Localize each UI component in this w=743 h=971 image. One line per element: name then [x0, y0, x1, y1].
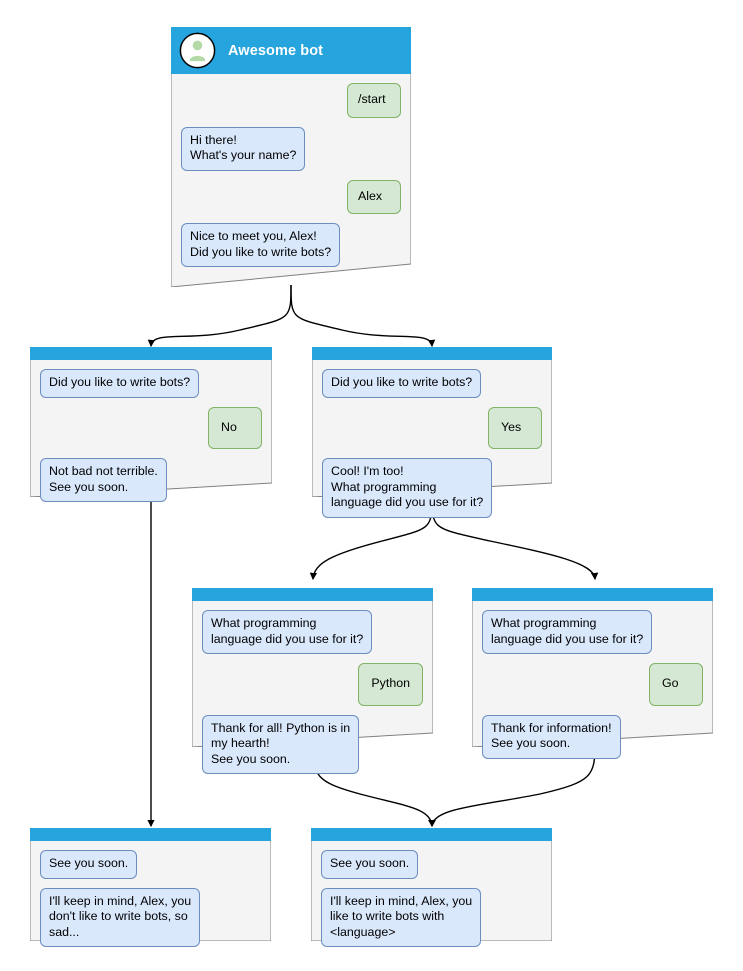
- chat-bubble-bot[interactable]: Hi there! What's your name?: [181, 126, 306, 171]
- card-go-branch[interactable]: What programming language did you use fo…: [472, 588, 713, 759]
- card-end-yes-chat: See you soon. I'll keep in mind, Alex, y…: [311, 841, 552, 947]
- chat-row: /start: [181, 83, 401, 118]
- card-no-branch-chat: Did you like to write bots? No Not bad n…: [30, 360, 272, 502]
- chat-bubble-bot[interactable]: Not bad not terrible. See you soon.: [40, 458, 167, 502]
- chat-row: Cool! I'm too! What programming language…: [322, 458, 542, 518]
- card-root-title: Awesome bot: [228, 42, 324, 59]
- chat-row: Python: [202, 663, 423, 706]
- chat-row: Did you like to write bots?: [40, 369, 262, 398]
- card-go-branch-header: [472, 588, 713, 601]
- card-yes-branch[interactable]: Did you like to write bots? Yes Cool! I'…: [312, 347, 552, 518]
- chat-row: I'll keep in mind, Alex, you like to wri…: [321, 887, 542, 947]
- card-end-no[interactable]: See you soon. I'll keep in mind, Alex, y…: [30, 828, 271, 947]
- card-end-no-header: [30, 828, 271, 841]
- person-avatar-icon: [179, 32, 216, 69]
- card-end-yes-header: [311, 828, 552, 841]
- chat-row: No: [40, 406, 262, 449]
- chat-bubble-user[interactable]: /start: [347, 83, 401, 118]
- chat-row: Did you like to write bots?: [322, 369, 542, 398]
- card-no-branch-header: [30, 347, 272, 360]
- card-yes-branch-header: [312, 347, 552, 360]
- card-python-branch-chat: What programming language did you use fo…: [192, 601, 433, 774]
- chat-row: Thank for all! Python is in my hearth! S…: [202, 714, 423, 774]
- chat-bubble-bot[interactable]: Thank for information! See you soon.: [482, 714, 621, 759]
- chat-bubble-bot[interactable]: I'll keep in mind, Alex, you don't like …: [40, 887, 201, 947]
- edge-root-to-yes: [290, 284, 436, 348]
- chat-bubble-user[interactable]: Alex: [347, 179, 401, 214]
- chat-row: Nice to meet you, Alex! Did you like to …: [181, 223, 401, 267]
- chat-row: Go: [482, 663, 703, 706]
- chat-bubble-bot[interactable]: Nice to meet you, Alex! Did you like to …: [181, 223, 341, 267]
- chat-bubble-bot[interactable]: What programming language did you use fo…: [482, 610, 653, 654]
- chat-row: What programming language did you use fo…: [202, 610, 423, 654]
- card-yes-branch-chat: Did you like to write bots? Yes Cool! I'…: [312, 360, 552, 518]
- chat-row: Yes: [322, 406, 542, 449]
- chat-bubble-bot[interactable]: See you soon.: [321, 850, 419, 879]
- edge-root-to-no: [147, 284, 292, 348]
- card-root[interactable]: Awesome bot /start Hi there! What's your…: [171, 27, 411, 287]
- chat-bubble-user[interactable]: Yes: [488, 406, 542, 449]
- chat-row: See you soon.: [40, 850, 261, 879]
- card-python-branch-header: [192, 588, 433, 601]
- card-python-branch[interactable]: What programming language did you use fo…: [192, 588, 433, 774]
- card-no-branch[interactable]: Did you like to write bots? No Not bad n…: [30, 347, 272, 502]
- chat-bubble-bot[interactable]: Thank for all! Python is in my hearth! S…: [202, 714, 360, 774]
- chat-bubble-bot[interactable]: Cool! I'm too! What programming language…: [322, 458, 493, 518]
- chat-bubble-bot[interactable]: What programming language did you use fo…: [202, 610, 373, 654]
- chat-bubble-bot[interactable]: I'll keep in mind, Alex, you like to wri…: [321, 887, 482, 947]
- chat-row: See you soon.: [321, 850, 542, 879]
- chat-row: I'll keep in mind, Alex, you don't like …: [40, 887, 261, 947]
- chat-row: Hi there! What's your name?: [181, 126, 401, 171]
- chat-row: Not bad not terrible. See you soon.: [40, 458, 262, 502]
- chat-bubble-user[interactable]: Python: [358, 663, 423, 706]
- chat-bubble-bot[interactable]: Did you like to write bots?: [40, 369, 200, 398]
- chat-bubble-bot[interactable]: Did you like to write bots?: [322, 369, 482, 398]
- chat-row: What programming language did you use fo…: [482, 610, 703, 654]
- card-end-no-chat: See you soon. I'll keep in mind, Alex, y…: [30, 841, 271, 947]
- chat-bubble-bot[interactable]: See you soon.: [40, 850, 138, 879]
- chat-bubble-user[interactable]: Go: [649, 663, 703, 706]
- card-root-chat: /start Hi there! What's your name? Alex …: [171, 74, 411, 267]
- chat-row: Alex: [181, 179, 401, 214]
- card-end-yes[interactable]: See you soon. I'll keep in mind, Alex, y…: [311, 828, 552, 947]
- chat-bubble-user[interactable]: No: [208, 406, 262, 449]
- card-go-branch-chat: What programming language did you use fo…: [472, 601, 713, 759]
- chat-row: Thank for information! See you soon.: [482, 714, 703, 759]
- card-root-header: Awesome bot: [171, 27, 411, 74]
